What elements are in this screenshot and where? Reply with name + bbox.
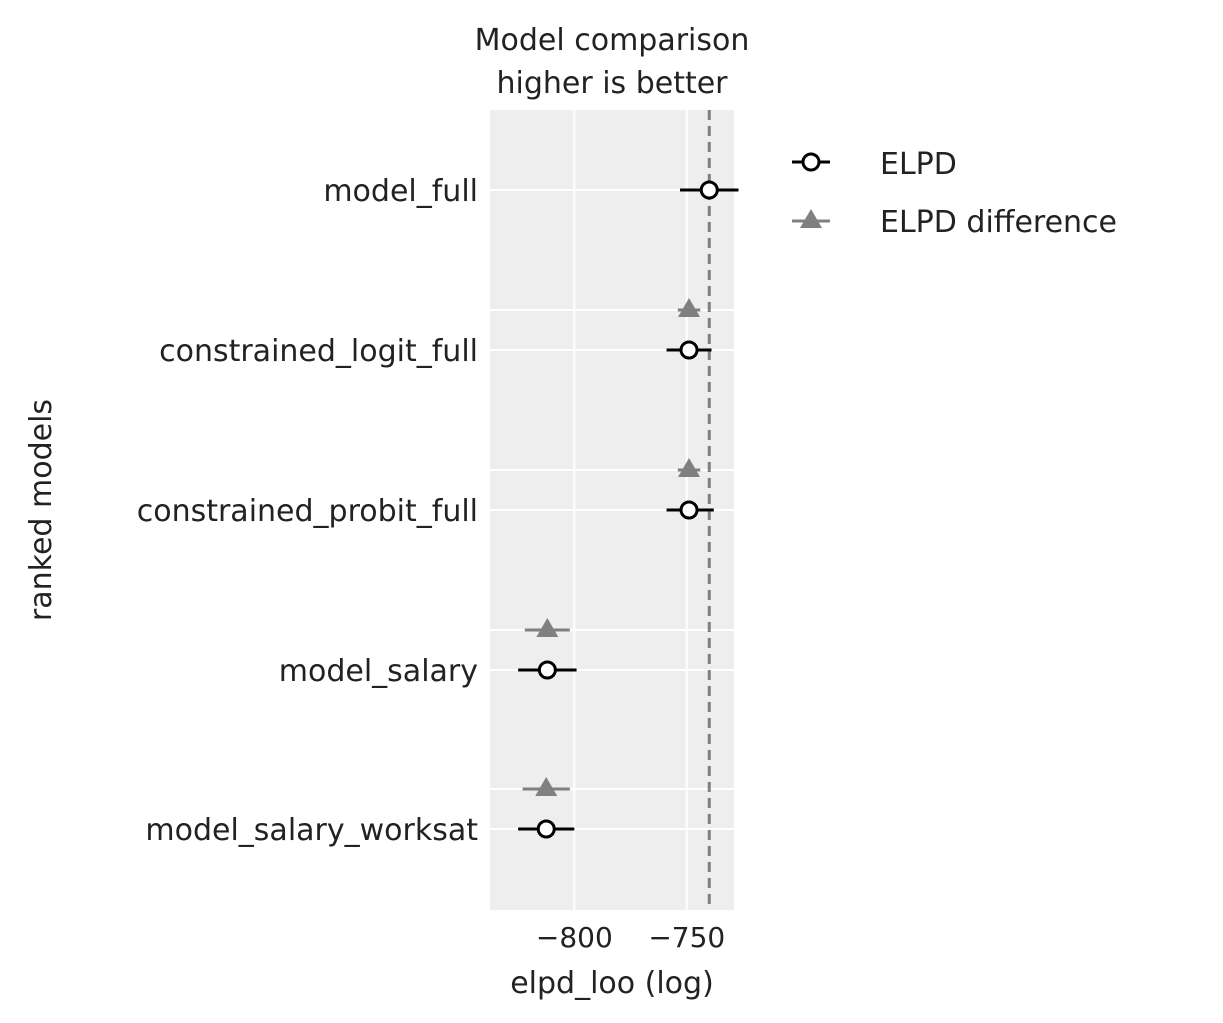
elpd-point-model-full [699, 180, 719, 200]
legend-elpd-marker [801, 152, 821, 172]
legend: ELPD ELPD difference [792, 147, 1117, 240]
model-labels: model_full constrained_logit_full constrai… [137, 174, 479, 848]
x-tick-label-0: −800 [536, 921, 613, 954]
model-label-model-salary-worksat: model_salary_worksat [145, 813, 478, 848]
x-axis-label: elpd_loo (log) [510, 966, 714, 1001]
legend-elpd-label: ELPD [880, 147, 957, 182]
elpd-difference-marks [522, 298, 701, 796]
elpd-difference-point-constrained-logit-full [678, 298, 701, 317]
elpd-difference-point-model-salary [536, 618, 559, 637]
elpd-point-model-salary-worksat [536, 819, 556, 839]
legend-diff-label: ELPD difference [880, 205, 1117, 240]
chart-subtitle: higher is better [496, 66, 728, 101]
legend-item-elpd-difference: ELPD difference [792, 205, 1117, 240]
horizontal-gridlines [490, 189, 734, 830]
elpd-difference-point-constrained-probit-full [678, 458, 701, 477]
chart-title: Model comparison [475, 23, 750, 58]
elpd-point-constrained-probit-full [679, 500, 699, 520]
model-label-constrained-logit-full: constrained_logit_full [159, 334, 478, 369]
elpd-point-model-salary [537, 660, 557, 680]
elpd-marks [518, 180, 739, 839]
legend-item-elpd: ELPD [792, 147, 957, 182]
model-label-model-salary: model_salary [279, 654, 478, 689]
x-tick-labels: −800 −750 [536, 921, 725, 954]
legend-diff-marker [800, 209, 822, 228]
model-label-constrained-probit-full: constrained_probit_full [137, 494, 478, 529]
y-axis-label: ranked models [24, 399, 59, 621]
elpd-point-constrained-logit-full [679, 340, 699, 360]
model-label-model-full: model_full [323, 174, 478, 209]
x-tick-label-1: −750 [648, 921, 725, 954]
elpd-difference-point-model-salary-worksat [535, 777, 558, 796]
